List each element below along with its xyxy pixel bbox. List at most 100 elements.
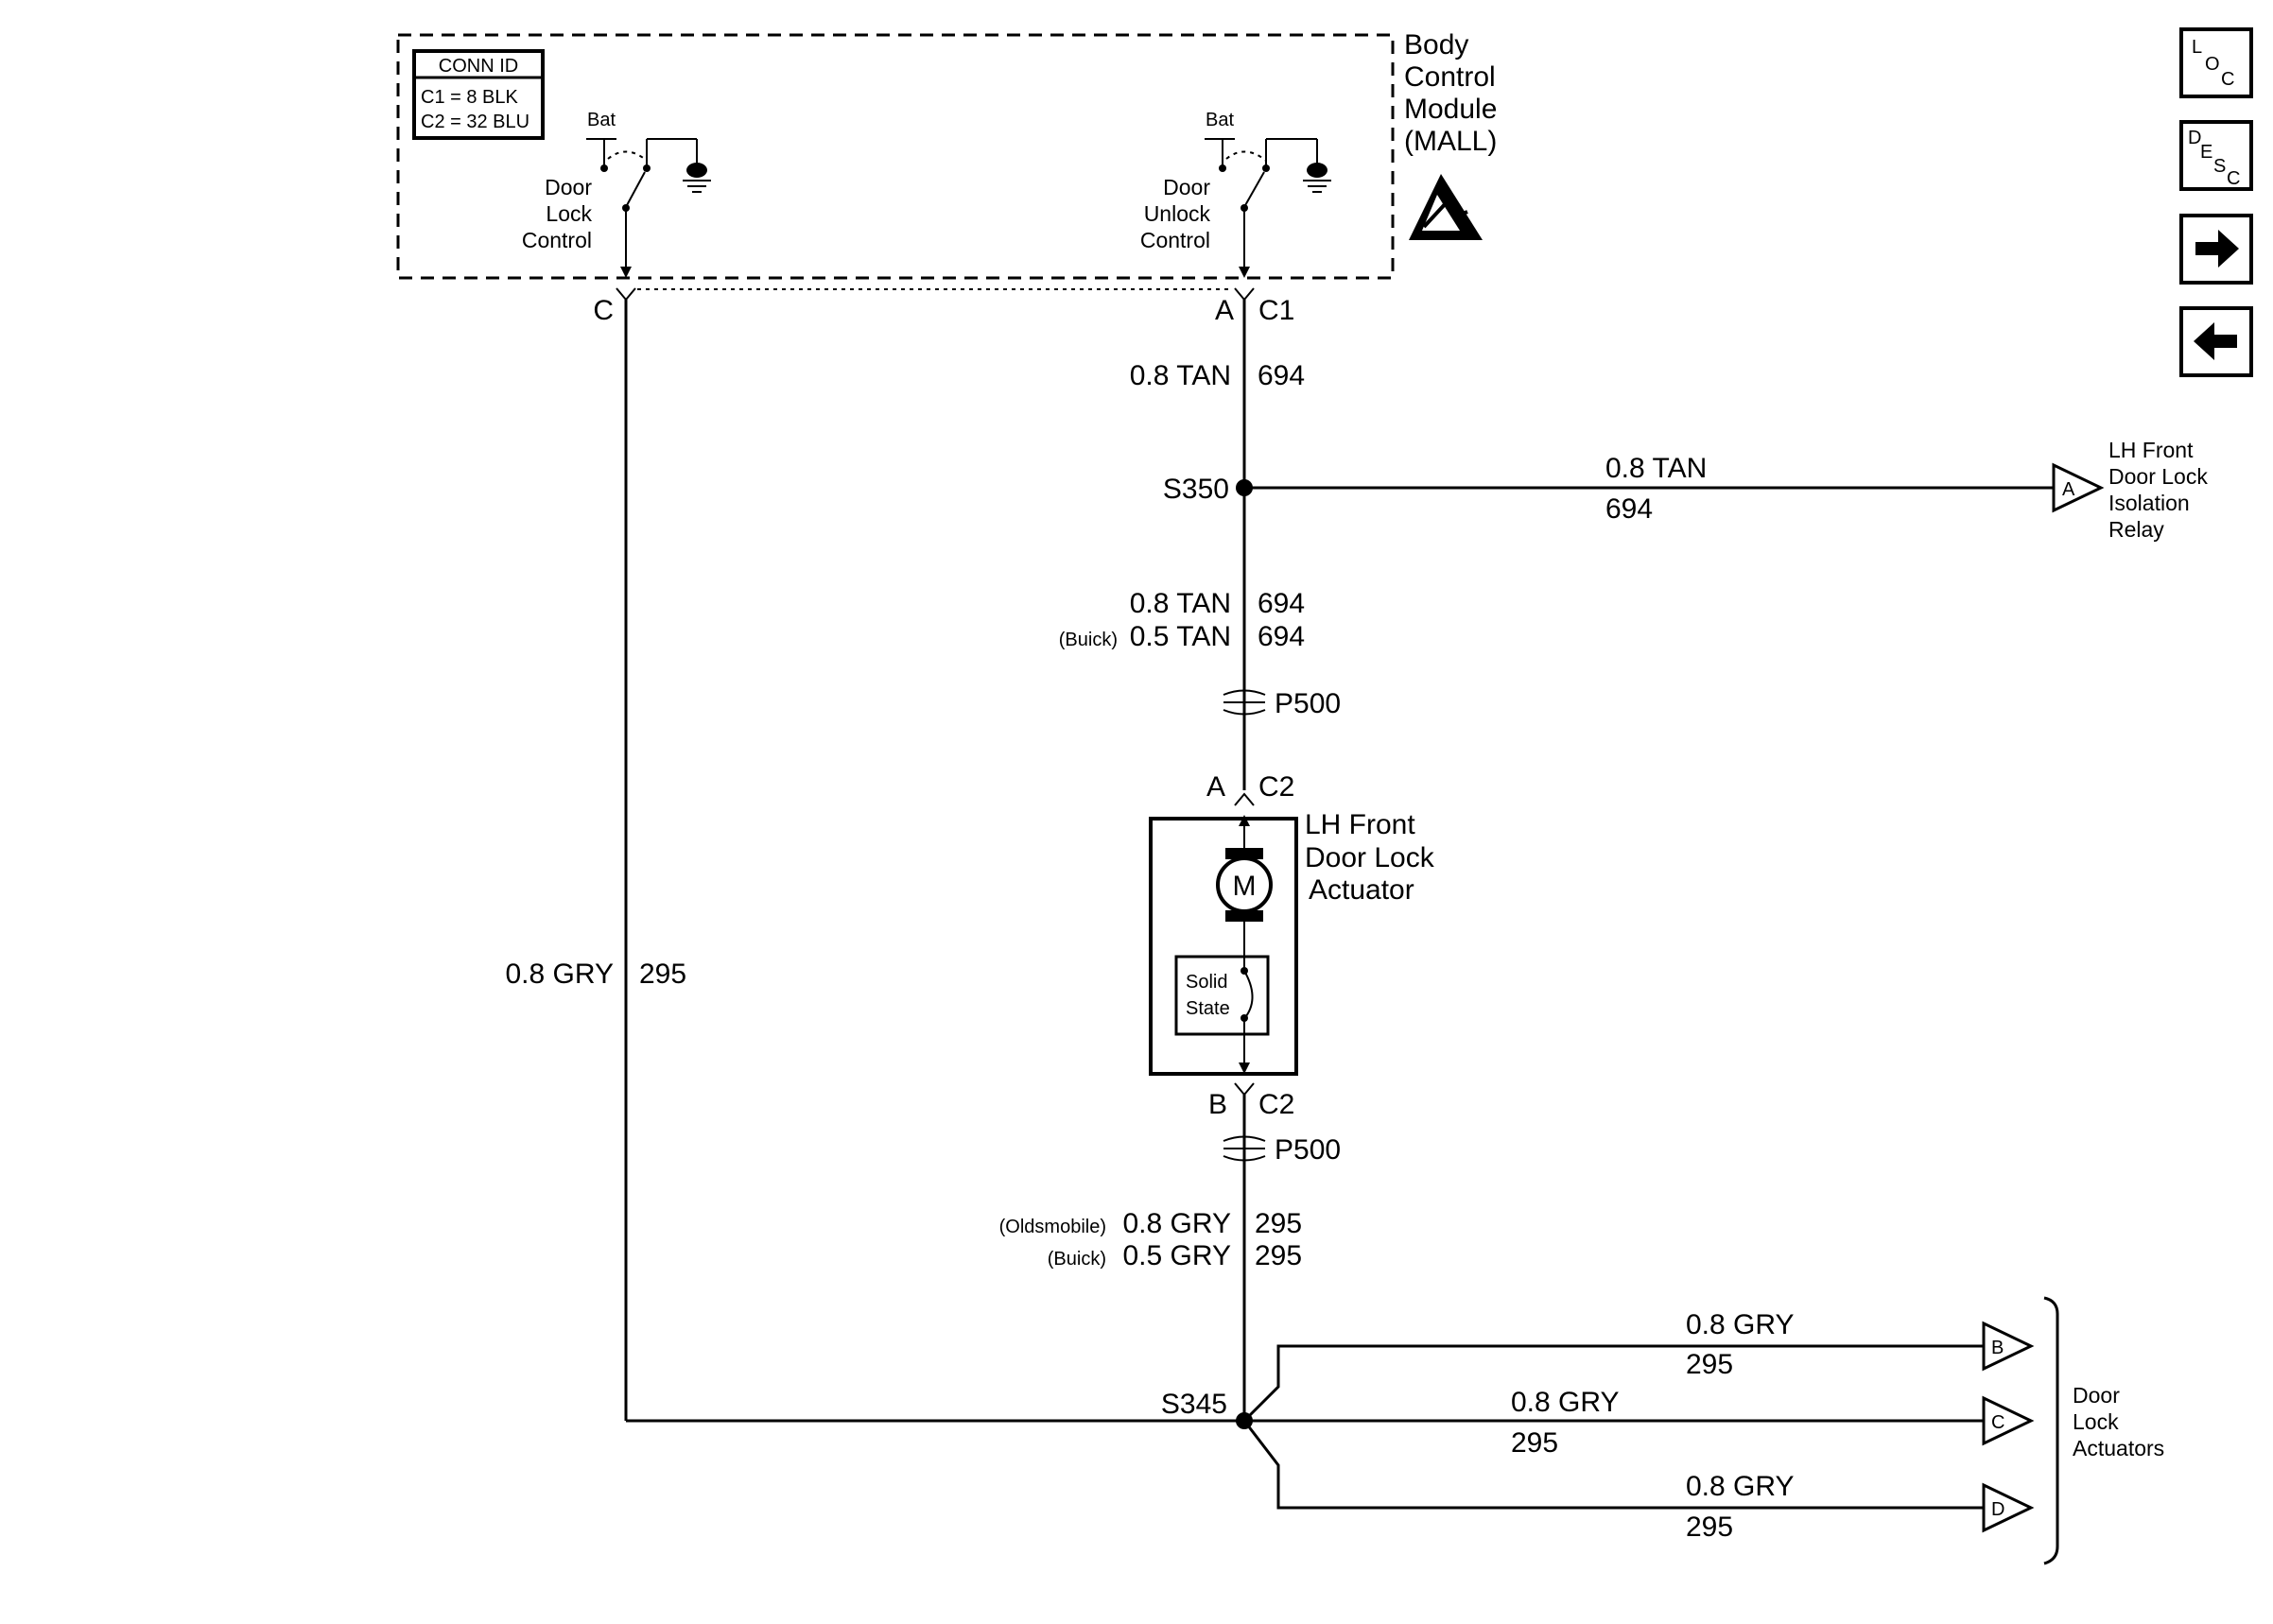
actuator-lower-olds-circuit: 295 xyxy=(1255,1208,1302,1239)
lock-wire-gauge: 0.8 GRY xyxy=(505,959,614,990)
actuator-lower-buick-note: (Buick) xyxy=(1048,1249,1106,1270)
relay-ref-label-2: Door Lock xyxy=(2108,464,2208,489)
lock-switch-bat-label: Bat xyxy=(587,110,616,130)
solid-state-label-1: Solid xyxy=(1186,972,1227,993)
lock-switch-label-3: Control xyxy=(522,228,592,252)
relay-branch-circuit: 694 xyxy=(1605,493,1653,525)
lock-switch-label-1: Door xyxy=(545,175,592,199)
relay-ref-flag: A xyxy=(2052,462,2105,513)
conn-id-row-1: C1 = 8 BLK xyxy=(421,87,519,108)
arrow-right-icon xyxy=(2195,230,2239,268)
module-title-line-1: Body xyxy=(1404,29,1468,60)
connector-c2-top: A C2 xyxy=(1206,771,1294,806)
splice-s345-label: S345 xyxy=(1161,1389,1227,1420)
relay-ref-label-3: Isolation xyxy=(2108,491,2190,515)
door-refs-bracket xyxy=(2043,1296,2059,1565)
desc-button[interactable]: D E S C xyxy=(2179,120,2253,191)
pin-a-c1-label: A xyxy=(1215,295,1234,326)
unlock-switch-bat-label: Bat xyxy=(1206,110,1234,130)
door-ref-flag-b: B xyxy=(1982,1321,2035,1372)
relay-branch-gauge: 0.8 TAN xyxy=(1605,453,1707,484)
unlock-lower-circuit: 694 xyxy=(1258,588,1305,619)
motor-symbol: M xyxy=(1216,848,1273,922)
unlock-lower-buick-gauge: 0.5 TAN xyxy=(1130,621,1231,652)
p500-lower-passthrough: P500 xyxy=(1223,1134,1341,1166)
door-ref-flag-d: D xyxy=(1982,1482,2035,1533)
loc-letter-o: O xyxy=(2205,54,2220,75)
loc-letter-c: C xyxy=(2221,69,2234,90)
actuator-label-3: Actuator xyxy=(1309,874,1414,906)
p500-lower-label: P500 xyxy=(1275,1134,1341,1166)
branch-d-wire xyxy=(1242,1420,1984,1510)
desc-letter-s: S xyxy=(2213,156,2226,177)
module-title: Body Control Module (MALL) xyxy=(1404,29,1497,157)
door-ref-flag-c: C xyxy=(1982,1395,2035,1446)
motor-m-label: M xyxy=(1233,871,1257,902)
branch-c-gauge: 0.8 GRY xyxy=(1511,1387,1620,1418)
conn-id-row-2: C2 = 32 BLU xyxy=(421,112,529,132)
desc-letter-d: D xyxy=(2188,128,2201,148)
loc-button[interactable]: L O C xyxy=(2179,27,2253,98)
desc-letter-c: C xyxy=(2227,168,2240,189)
actuator-lower-olds-note: (Oldsmobile) xyxy=(999,1217,1106,1237)
actuator-label-1: LH Front xyxy=(1305,809,1415,840)
conn-id-header: CONN ID xyxy=(439,56,518,77)
relay-ref-label-1: LH Front xyxy=(2108,438,2194,462)
unlock-lower-gauge: 0.8 TAN xyxy=(1130,588,1231,619)
unlock-lower-buick-note: (Buick) xyxy=(1059,630,1118,650)
splice-s350-label: S350 xyxy=(1163,474,1229,505)
door-ref-letter-c: C xyxy=(1991,1412,2004,1433)
solid-state-switch: Solid State xyxy=(1174,955,1270,1036)
solid-state-label-2: State xyxy=(1186,998,1230,1019)
door-lock-control-switch: Bat Door Lock Control xyxy=(522,110,711,278)
module-title-line-2: Control xyxy=(1404,61,1496,93)
p500-upper-passthrough: P500 xyxy=(1223,688,1341,719)
actuator-lower-buick-gauge: 0.5 GRY xyxy=(1122,1240,1231,1271)
desc-letter-e: E xyxy=(2200,142,2212,163)
unlock-switch-label-1: Door xyxy=(1163,175,1210,199)
module-dashed-boundary xyxy=(396,33,1395,280)
actuator-lower-olds-gauge: 0.8 GRY xyxy=(1122,1208,1231,1239)
module-title-line-3: Module xyxy=(1404,94,1497,125)
actuator-lower-buick-circuit: 295 xyxy=(1255,1240,1302,1271)
door-refs-label-1: Door xyxy=(2073,1383,2120,1408)
c1-connector-label: C1 xyxy=(1258,295,1294,326)
connector-c1-pins: C A C1 xyxy=(593,287,1294,326)
branch-c-circuit: 295 xyxy=(1511,1427,1558,1459)
door-refs-label-2: Lock xyxy=(2073,1409,2119,1434)
lock-wire-circuit: 295 xyxy=(639,959,686,990)
pin-c-label: C xyxy=(593,295,614,326)
relay-ref-label-4: Relay xyxy=(2108,517,2164,542)
lock-switch-label-2: Lock xyxy=(546,201,592,226)
actuator-label-2: Door Lock xyxy=(1305,842,1435,873)
unlock-upper-gauge: 0.8 TAN xyxy=(1130,360,1231,391)
esd-warning-icon xyxy=(1409,174,1483,240)
branch-b-circuit: 295 xyxy=(1686,1349,1733,1380)
conn-id-box: CONN ID C1 = 8 BLK C2 = 32 BLU xyxy=(412,49,545,140)
prev-page-button[interactable] xyxy=(2179,306,2253,377)
branch-d-circuit: 295 xyxy=(1686,1512,1733,1543)
unlock-switch-label-2: Unlock xyxy=(1144,201,1211,226)
loc-letter-l: L xyxy=(2192,37,2202,58)
branch-b-wire xyxy=(1242,1344,1984,1423)
actuator-bot-conn-label: C2 xyxy=(1258,1089,1294,1120)
door-ref-letter-b: B xyxy=(1991,1338,2004,1358)
branch-d-gauge: 0.8 GRY xyxy=(1686,1471,1795,1502)
relay-ref-letter: A xyxy=(2062,479,2075,500)
unlock-lower-buick-circuit: 694 xyxy=(1258,621,1305,652)
actuator-bot-pin-label: B xyxy=(1208,1089,1227,1120)
door-unlock-control-switch: Bat Door Unlock Control xyxy=(1140,110,1331,278)
branch-b-gauge: 0.8 GRY xyxy=(1686,1309,1795,1340)
door-refs-label-3: Actuators xyxy=(2073,1436,2164,1460)
next-page-button[interactable] xyxy=(2179,214,2253,285)
module-title-line-4: (MALL) xyxy=(1404,126,1497,157)
arrow-left-icon xyxy=(2194,322,2237,360)
connector-c2-bottom: B C2 xyxy=(1208,1082,1294,1120)
unlock-switch-label-3: Control xyxy=(1140,228,1210,252)
p500-upper-label: P500 xyxy=(1275,688,1341,719)
actuator-top-conn-label: C2 xyxy=(1258,771,1294,803)
actuator-top-pin-label: A xyxy=(1206,771,1225,803)
actuator-box xyxy=(1149,817,1298,1076)
door-ref-letter-d: D xyxy=(1991,1499,2004,1520)
